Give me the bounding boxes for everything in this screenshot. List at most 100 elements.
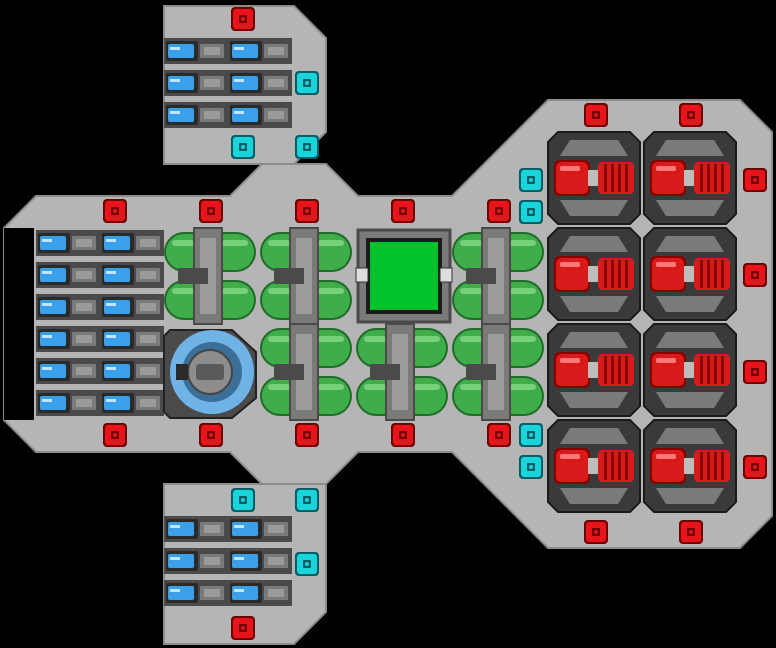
- battery-connector-core: [268, 111, 284, 119]
- red-connector-port[interactable]: [679, 103, 703, 127]
- battery-block[interactable]: [100, 294, 164, 320]
- battery-cell: [40, 332, 66, 346]
- battery-block[interactable]: [228, 70, 292, 96]
- battery-block[interactable]: [100, 230, 164, 256]
- battery-shine: [170, 589, 180, 592]
- thruster-bottom-plate: [560, 296, 628, 312]
- fuel-tank-block[interactable]: [452, 323, 544, 421]
- red-connector-port[interactable]: [231, 7, 255, 31]
- battery-block[interactable]: [100, 262, 164, 288]
- reactor-port: [176, 364, 188, 380]
- red-connector-port[interactable]: [584, 520, 608, 544]
- red-connector-port[interactable]: [103, 423, 127, 447]
- fuel-tank-block[interactable]: [356, 323, 448, 421]
- cyan-connector-port[interactable]: [231, 135, 255, 159]
- red-connector-port[interactable]: [679, 520, 703, 544]
- battery-block[interactable]: [228, 548, 292, 574]
- cockpit-block[interactable]: [355, 228, 453, 324]
- battery-block[interactable]: [100, 390, 164, 416]
- port-dot: [529, 433, 533, 437]
- fuel-tank-block[interactable]: [164, 227, 256, 325]
- red-connector-port[interactable]: [231, 616, 255, 640]
- battery-block[interactable]: [36, 326, 100, 352]
- port-dot: [305, 145, 309, 149]
- battery-cell: [232, 554, 258, 568]
- cyan-connector-port[interactable]: [295, 71, 319, 95]
- battery-block[interactable]: [164, 102, 228, 128]
- cyan-connector-port[interactable]: [295, 488, 319, 512]
- thruster-block[interactable]: [547, 323, 641, 417]
- thruster-fin: [625, 164, 628, 192]
- battery-block[interactable]: [100, 358, 164, 384]
- red-connector-port[interactable]: [743, 360, 767, 384]
- battery-block[interactable]: [164, 38, 228, 64]
- thruster-fin: [700, 356, 703, 384]
- red-connector-port[interactable]: [295, 199, 319, 223]
- fuel-tank-block[interactable]: [260, 323, 352, 421]
- battery-block[interactable]: [36, 294, 100, 320]
- battery-connector-core: [140, 367, 156, 375]
- cyan-connector-port[interactable]: [231, 488, 255, 512]
- battery-block[interactable]: [228, 38, 292, 64]
- battery-block[interactable]: [228, 580, 292, 606]
- cyan-connector-port[interactable]: [519, 423, 543, 447]
- battery-shine: [234, 111, 244, 114]
- thruster-coupler: [684, 170, 694, 186]
- battery-block[interactable]: [228, 516, 292, 542]
- red-connector-port[interactable]: [391, 423, 415, 447]
- battery-cell: [104, 268, 130, 282]
- red-connector-port[interactable]: [743, 168, 767, 192]
- thruster-block[interactable]: [547, 131, 641, 225]
- cyan-connector-port[interactable]: [295, 552, 319, 576]
- thruster-block[interactable]: [643, 131, 737, 225]
- thruster-fin: [618, 356, 621, 384]
- red-connector-port[interactable]: [487, 423, 511, 447]
- thruster-chamber: [598, 354, 634, 386]
- battery-block[interactable]: [36, 390, 100, 416]
- battery-block[interactable]: [164, 516, 228, 542]
- reactor-block[interactable]: [163, 329, 257, 419]
- red-connector-port[interactable]: [391, 199, 415, 223]
- thruster-block[interactable]: [643, 419, 737, 513]
- cyan-connector-port[interactable]: [519, 200, 543, 224]
- battery-cell: [104, 300, 130, 314]
- battery-block[interactable]: [36, 262, 100, 288]
- cyan-connector-port[interactable]: [519, 168, 543, 192]
- port-dot: [497, 433, 501, 437]
- red-connector-port[interactable]: [103, 199, 127, 223]
- battery-block[interactable]: [228, 102, 292, 128]
- thruster-block[interactable]: [643, 227, 737, 321]
- thruster-block[interactable]: [547, 227, 641, 321]
- red-connector-port[interactable]: [487, 199, 511, 223]
- battery-block[interactable]: [36, 230, 100, 256]
- tank-valve: [274, 364, 304, 380]
- red-connector-port[interactable]: [584, 103, 608, 127]
- thruster-fin: [707, 452, 710, 480]
- red-connector-port[interactable]: [199, 423, 223, 447]
- thruster-block[interactable]: [643, 323, 737, 417]
- battery-shine: [42, 367, 52, 370]
- thruster-block[interactable]: [547, 419, 641, 513]
- cyan-connector-port[interactable]: [519, 455, 543, 479]
- battery-cell: [104, 396, 130, 410]
- red-connector-port[interactable]: [743, 263, 767, 287]
- battery-cell: [40, 396, 66, 410]
- battery-block[interactable]: [164, 70, 228, 96]
- red-connector-port[interactable]: [295, 423, 319, 447]
- thruster-top-plate: [560, 428, 628, 444]
- fuel-tank-block[interactable]: [260, 227, 352, 325]
- battery-block[interactable]: [36, 358, 100, 384]
- cyan-connector-port[interactable]: [295, 135, 319, 159]
- battery-block[interactable]: [164, 548, 228, 574]
- fuel-tank-block[interactable]: [452, 227, 544, 325]
- port-dot: [241, 17, 245, 21]
- port-dot: [529, 178, 533, 182]
- thruster-chamber: [598, 162, 634, 194]
- red-connector-port[interactable]: [199, 199, 223, 223]
- thruster-top-plate: [656, 140, 724, 156]
- red-connector-port[interactable]: [743, 455, 767, 479]
- thruster-bottom-plate: [560, 488, 628, 504]
- battery-block[interactable]: [100, 326, 164, 352]
- battery-block[interactable]: [164, 580, 228, 606]
